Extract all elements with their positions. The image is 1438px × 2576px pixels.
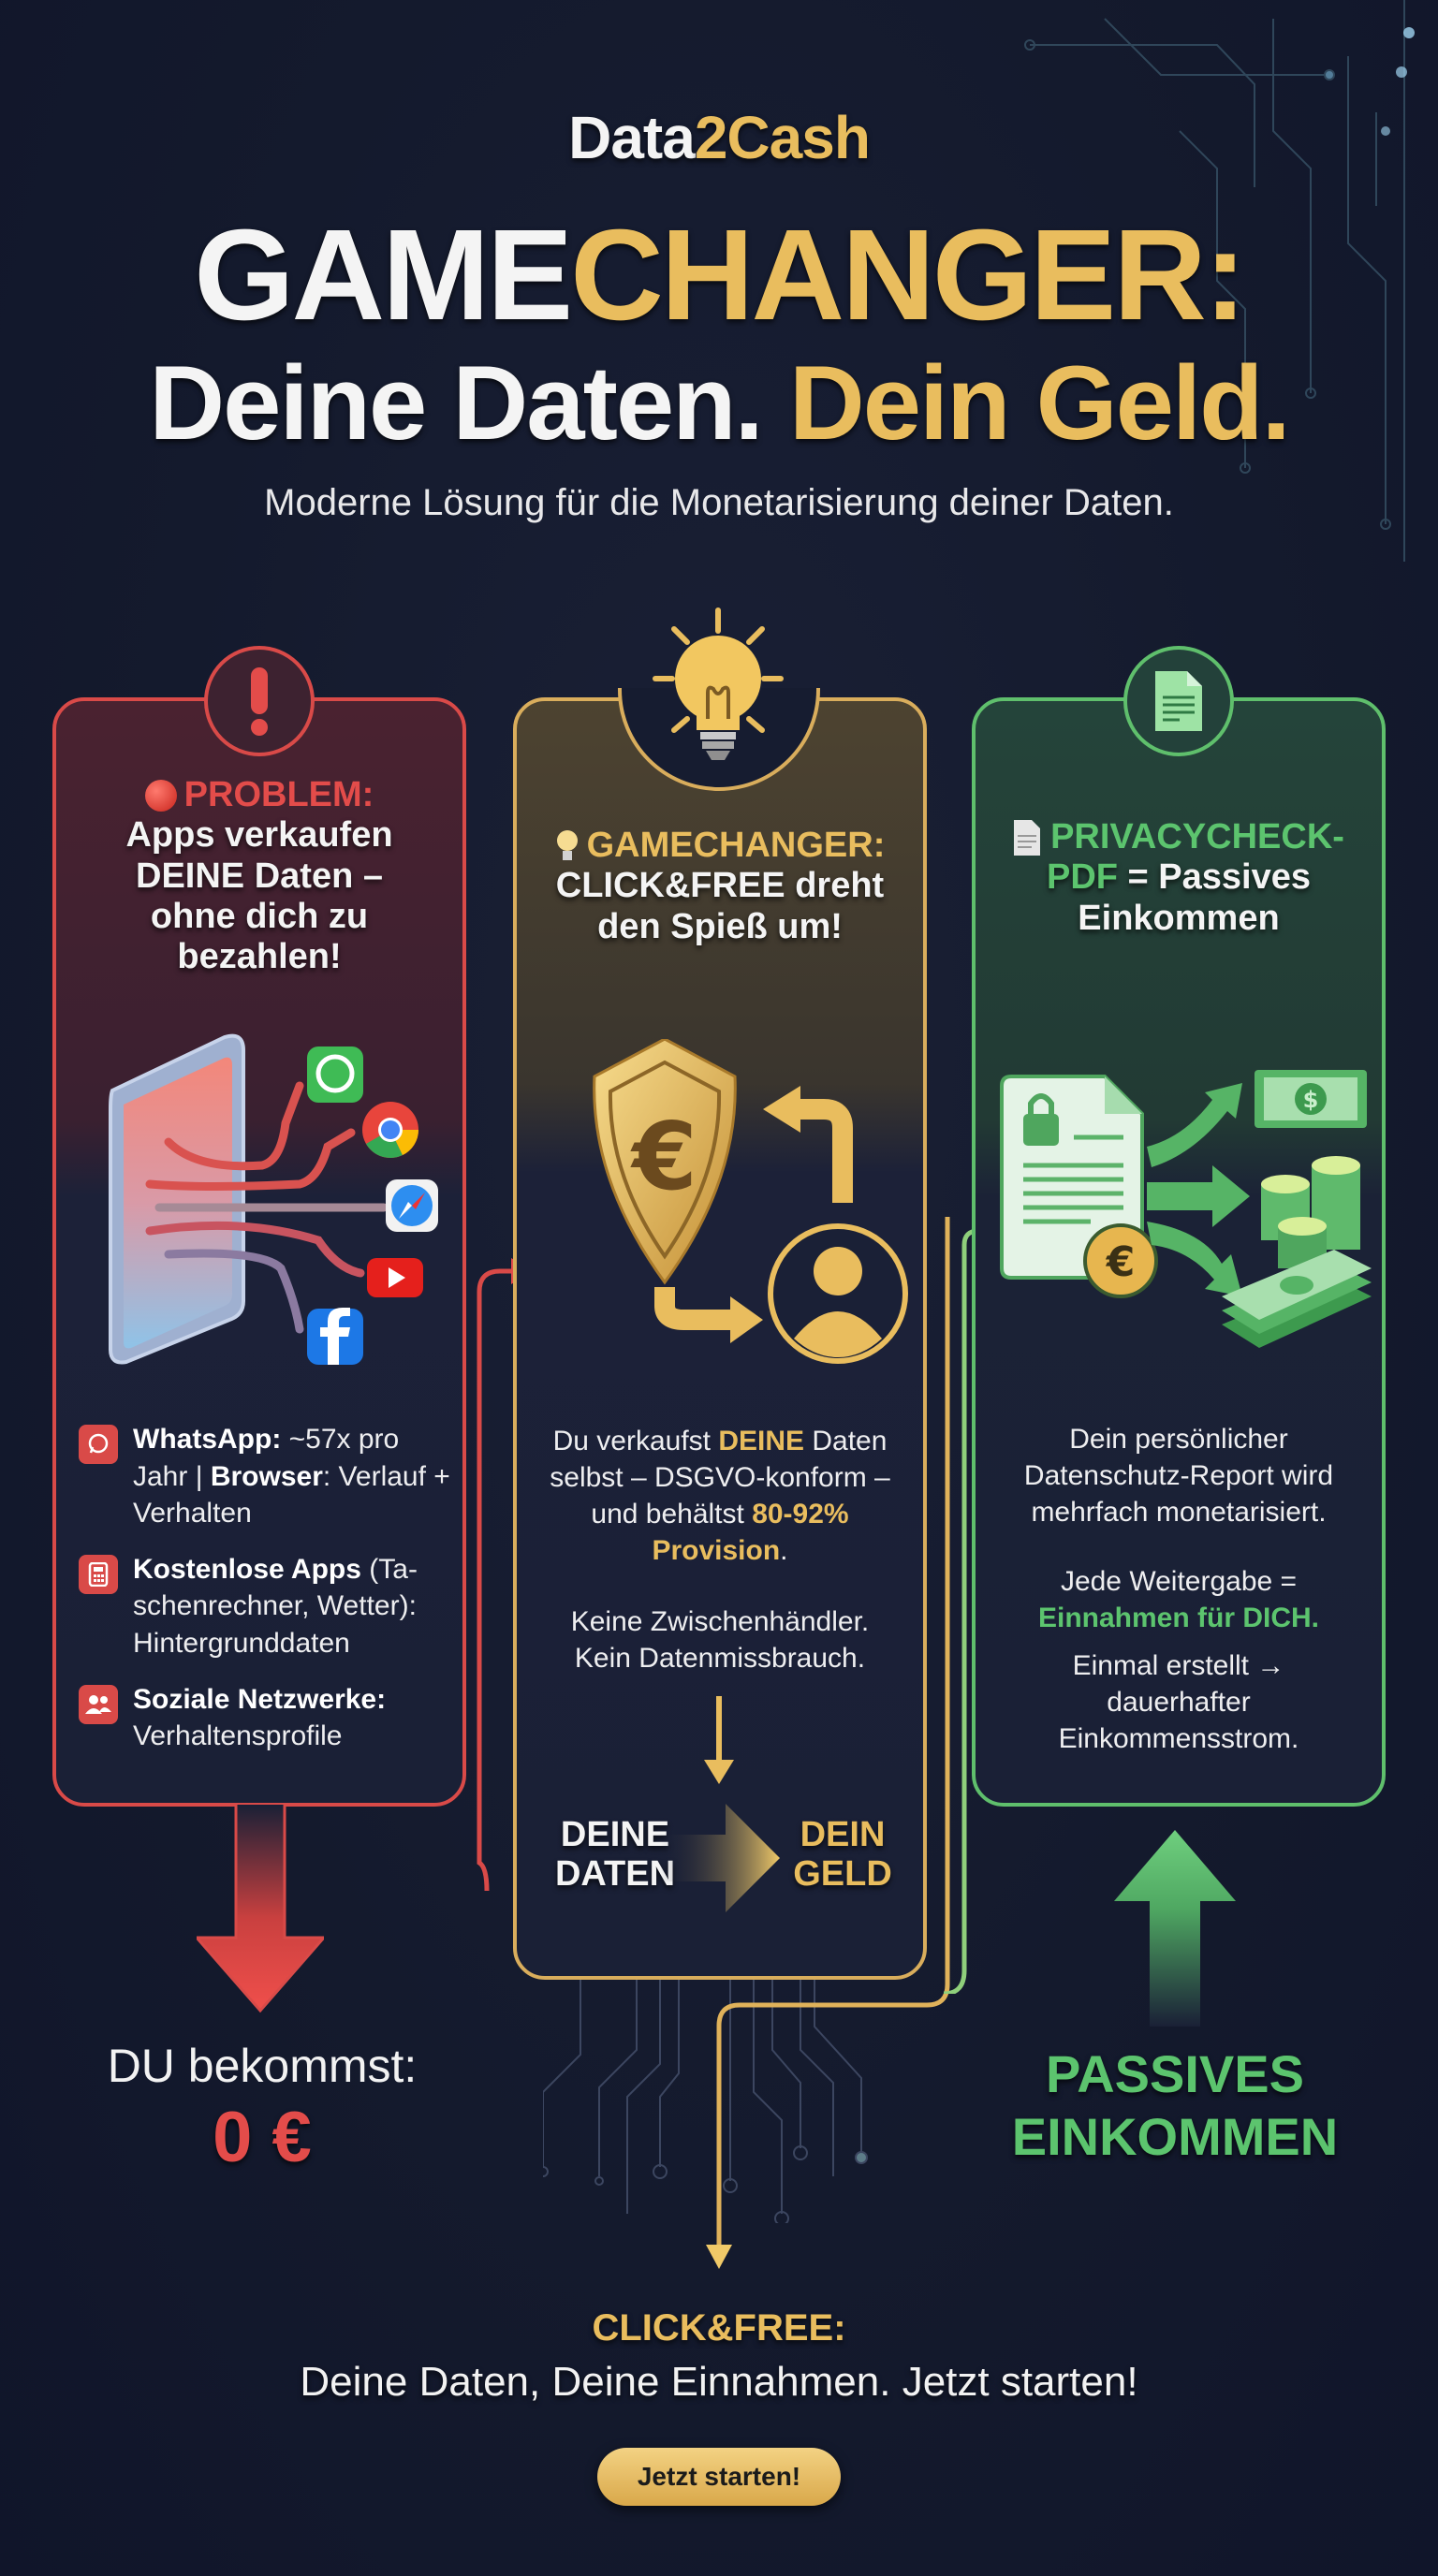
circuit-decoration-top — [1024, 0, 1415, 562]
small-lightbulb-icon — [556, 829, 578, 860]
flow-from-text: DEINE DATEN — [554, 1815, 676, 1894]
report-monetization-illustration: € $ — [1000, 1070, 1372, 1348]
euro-shield-icon: € — [593, 1039, 737, 1285]
exclamation-icon — [251, 667, 268, 736]
problem-bullet-social: Soziale Netzwerke: Verhaltensprofile — [79, 1681, 453, 1755]
passive-badge — [1123, 646, 1234, 756]
youtube-app-icon — [367, 1258, 423, 1297]
start-now-button[interactable]: Jetzt starten! — [597, 2448, 841, 2506]
passive-title-row-1: PRIVACYCHECK- — [985, 817, 1372, 857]
problem-title: PROBLEM: Apps verkaufen DEINE Daten – oh… — [66, 775, 453, 978]
safari-app-icon — [386, 1179, 438, 1232]
passive-title-row-3: Einkommen — [1078, 898, 1280, 938]
passive-label: PRIVACYCHECK- — [1050, 817, 1344, 856]
gamechanger-body-2: Keine Zwischenhändler. Kein Datenmissbra… — [530, 1603, 910, 1676]
problem-result-value: 0 € — [213, 2098, 312, 2177]
cta-subtitle: Deine Daten, Deine Einnahmen. Jetzt star… — [300, 2359, 1138, 2405]
problem-title-line: ohne dich zu — [150, 896, 369, 936]
headline-deine-daten: Deine Daten. — [149, 344, 763, 461]
problem-bullet-free-apps: Kostenlose Apps (Ta-schenrechner, Wetter… — [79, 1551, 453, 1662]
banknote-icon: $ — [1255, 1070, 1367, 1128]
headline-line-2: Deine Daten. Dein Geld. — [0, 351, 1438, 456]
passive-body-2-plain: Jede Weitergabe = — [1060, 1566, 1298, 1597]
problem-label: PROBLEM: — [183, 775, 374, 814]
passive-result-line: EINKOMMEN — [1011, 2107, 1339, 2167]
green-up-arrow-icon — [1114, 1830, 1236, 2027]
headline-changer: CHANGER: — [570, 203, 1247, 347]
document-icon — [1155, 671, 1202, 731]
phone-data-flow-illustration — [109, 1033, 438, 1365]
svg-text:€: € — [630, 1102, 697, 1211]
red-down-arrow-icon — [197, 1805, 324, 2013]
passive-title: PRIVACYCHECK- PDF = Passives Einkommen — [985, 817, 1372, 939]
brand-logo: Data2Cash — [0, 103, 1438, 172]
problem-title-label-row: PROBLEM: — [66, 775, 453, 815]
passive-result: PASSIVES EINKOMMEN — [964, 2042, 1386, 2168]
euro-coin-icon: € — [1083, 1223, 1158, 1298]
svg-text:€: € — [1106, 1238, 1136, 1286]
cta-title: CLICK&FREE: — [592, 2307, 846, 2349]
whatsapp-app-icon — [307, 1046, 363, 1103]
headline-dein-geld: Dein Geld. — [788, 344, 1291, 461]
lightbulb-icon — [653, 607, 784, 760]
facebook-app-icon — [307, 1308, 363, 1365]
users-icon — [79, 1684, 118, 1724]
problem-title-line: Apps verkaufen — [125, 815, 393, 856]
calculator-icon — [79, 1554, 118, 1594]
brand-accent: 2Cash — [694, 104, 871, 171]
bullet-text: Kostenlose Apps (Ta-schenrechner, Wetter… — [133, 1553, 418, 1659]
gamechanger-label: GAMECHANGER: — [586, 826, 886, 865]
gamechanger-body-2-line: Keine Zwischenhändler. — [570, 1606, 870, 1637]
problem-title-line: bezahlen! — [177, 937, 342, 977]
red-circle-icon — [144, 779, 177, 812]
gold-small-down-arrow-icon — [704, 1696, 734, 1784]
problem-badge — [204, 646, 315, 756]
brand-prefix: Data — [568, 104, 696, 171]
problem-title-line: DEINE Daten – — [136, 856, 383, 896]
flow-arrow-icon — [660, 1804, 780, 1912]
headline-line-1: GAMECHANGER: — [0, 211, 1438, 340]
gamechanger-title-label-row: GAMECHANGER: — [526, 826, 914, 866]
user-avatar-icon — [768, 1223, 908, 1364]
problem-result-label: DU bekommst: — [107, 2040, 418, 2092]
cash-stack-icon — [1222, 1250, 1372, 1348]
gamechanger-title: GAMECHANGER: CLICK&FREE dreht den Spieß … — [526, 826, 914, 947]
flow-to-text: DEIN GELD — [793, 1815, 892, 1894]
bullet-text: WhatsApp: ~57x pro Jahr | Browser: Verla… — [133, 1424, 450, 1530]
chrome-app-icon — [362, 1102, 418, 1158]
bullet-text: Soziale Netzwerke: Verhaltensprofile — [133, 1683, 387, 1752]
passive-body-2: Jede Weitergabe = Einnahmen für DICH. — [994, 1563, 1363, 1636]
circuit-decoration-bottom — [543, 1980, 868, 2223]
svg-text:$: $ — [1303, 1087, 1319, 1113]
passive-body-1: Dein persönlicher Datenschutz-Report wir… — [1023, 1424, 1334, 1528]
shield-exchange-illustration: € — [593, 1039, 908, 1364]
problem-bullet-whatsapp: WhatsApp: ~57x pro Jahr | Browser: Verla… — [79, 1421, 453, 1532]
headline-game: GAME — [194, 203, 573, 347]
gamechanger-title-line: CLICK&FREE dreht — [555, 866, 885, 906]
passive-title-row-2: PDF = Passives — [1046, 857, 1311, 898]
problem-bullet-list: WhatsApp: ~57x pro Jahr | Browser: Verla… — [79, 1421, 453, 1755]
page-subtitle: Moderne Lösung für die Monetarisierung d… — [264, 482, 1174, 523]
small-document-icon — [1014, 819, 1041, 856]
coin-stacks-icon — [1261, 1156, 1360, 1268]
gamechanger-body: Du verkaufst DEINE Daten selbst – DSGVO-… — [550, 1426, 890, 1566]
passive-result-line: PASSIVES — [1046, 2044, 1304, 2103]
passive-body-3: Einmal erstellt → dauerhafter Einkommens… — [1058, 1650, 1299, 1754]
whatsapp-icon — [79, 1425, 118, 1464]
passive-body-2-highlight: Einnahmen für DICH. — [1037, 1603, 1319, 1633]
gamechanger-title-line: den Spieß um! — [597, 906, 843, 946]
smartphone-icon — [109, 1033, 245, 1365]
gamechanger-body-2-line: Kein Datenmissbrauch. — [574, 1643, 866, 1674]
